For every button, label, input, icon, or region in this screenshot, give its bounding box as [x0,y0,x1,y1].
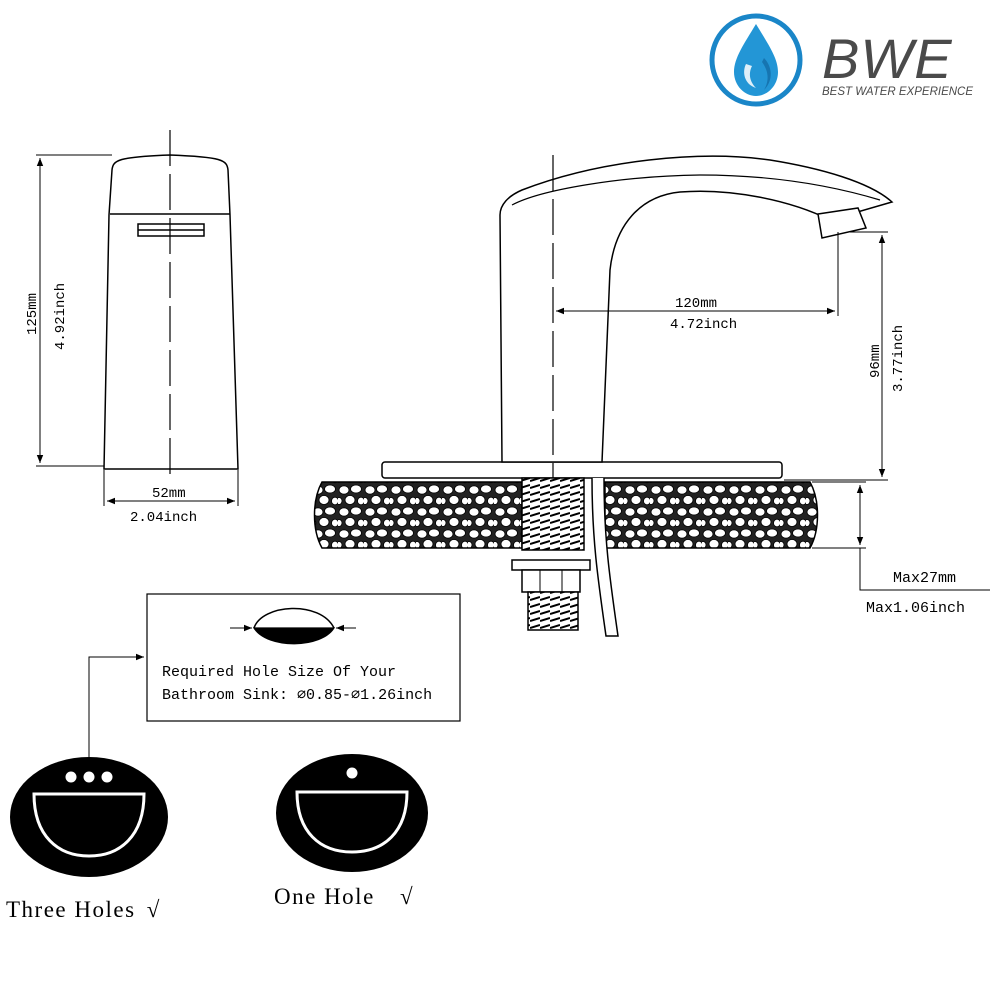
hole-section-icon [253,607,335,629]
supply-hose [591,477,619,637]
front-width-inch: 2.04inch [130,510,197,526]
max-thickness-mm: Max27mm [893,570,956,587]
hole-size-note [88,593,461,760]
front-view [36,130,239,506]
three-holes-label: Three Holes √ [6,897,161,922]
reach-mm: 120mm [675,296,717,312]
countertop-right [604,481,819,549]
base-plate [381,461,783,479]
hole-note-line1: Required Hole Size Of Your [162,664,396,681]
front-height-mm: 125mm [25,293,41,335]
front-height-inch: 4.92inch [53,283,69,350]
threaded-shank [521,477,585,551]
brand-name: BWE [822,27,953,90]
one-hole-label: One Hole √ [274,884,414,909]
faucet-side-body [499,155,894,463]
reach-inch: 4.72inch [670,317,737,333]
hole-note-line2: Bathroom Sink: ⌀0.85-⌀1.26inch [162,687,432,704]
logo-ring-icon [709,13,803,107]
spout-height-mm: 96mm [868,344,884,378]
faucet-front-body [103,154,239,470]
max-thickness-inch: Max1.06inch [866,600,965,617]
brand-tagline: BEST WATER EXPERIENCE [822,86,973,98]
water-drop-icon [734,24,778,96]
bwe-logo: BWE BEST WATER EXPERIENCE [709,13,973,107]
three-hole-sink-icon [10,757,168,877]
spout-height-inch: 3.77inch [891,325,907,392]
side-view [313,155,990,637]
spout-outlet [817,207,868,239]
hole-note-box [146,593,461,722]
front-width-mm: 52mm [152,486,186,502]
one-hole-check-icon: √ [400,884,414,909]
countertop-left [313,481,523,549]
mounting-nut [511,559,591,571]
three-holes-check-icon: √ [147,897,161,922]
one-hole-sink-icon [276,754,428,872]
